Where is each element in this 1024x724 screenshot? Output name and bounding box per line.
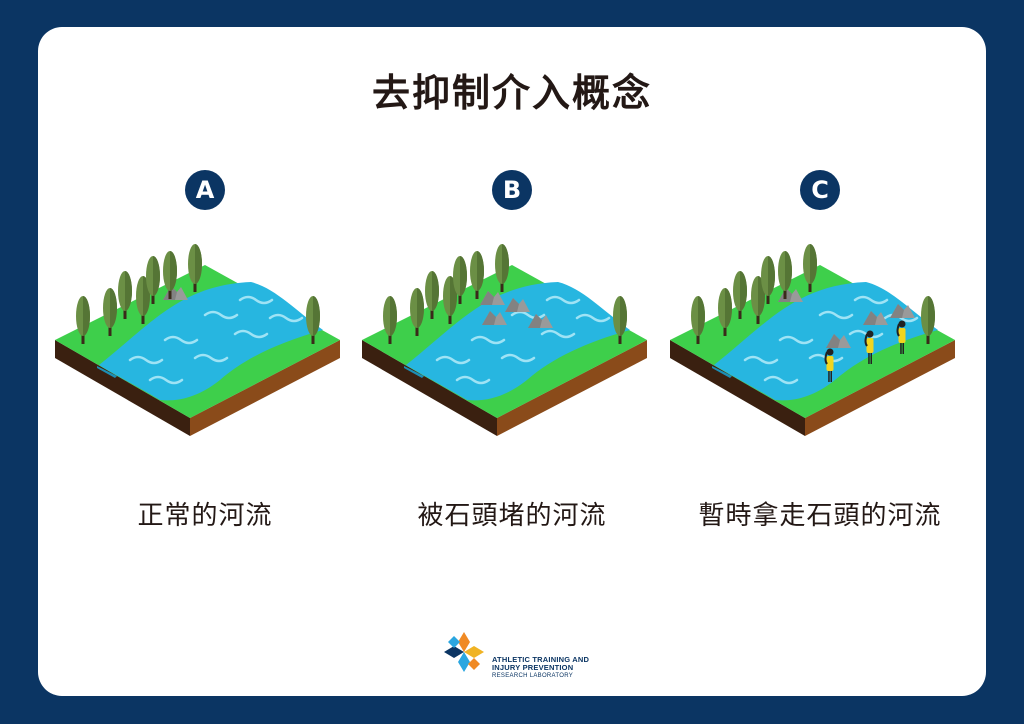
lab-logo-icon <box>444 632 484 672</box>
river-scene-cleared <box>670 230 957 438</box>
badge-c: C <box>800 170 840 210</box>
page-title: 去抑制介入概念 <box>371 71 652 115</box>
panel-a: A 正常的河流 <box>55 170 355 540</box>
logo-line2: INJURY PREVENTION <box>492 663 574 672</box>
panel-b: B 被石頭堵的河流 <box>362 170 662 540</box>
lab-logo: ATHLETIC TRAINING AND INJURY PREVENTION … <box>440 628 620 680</box>
logo-line1: ATHLETIC TRAINING AND <box>492 655 590 664</box>
badge-a: A <box>185 170 225 210</box>
logo-line3: RESEARCH LABORATORY <box>492 673 574 679</box>
panel-c: C 暫時拿走石頭的河流 <box>670 170 970 540</box>
caption-b: 被石頭堵的河流 <box>417 501 607 531</box>
caption-c: 暫時拿走石頭的河流 <box>698 501 942 531</box>
river-scene-blocked <box>362 230 649 438</box>
caption-a: 正常的河流 <box>137 501 273 531</box>
lab-logo-text: ATHLETIC TRAINING AND INJURY PREVENTION … <box>492 656 589 680</box>
river-scene-normal <box>55 230 342 438</box>
badge-b: B <box>492 170 532 210</box>
